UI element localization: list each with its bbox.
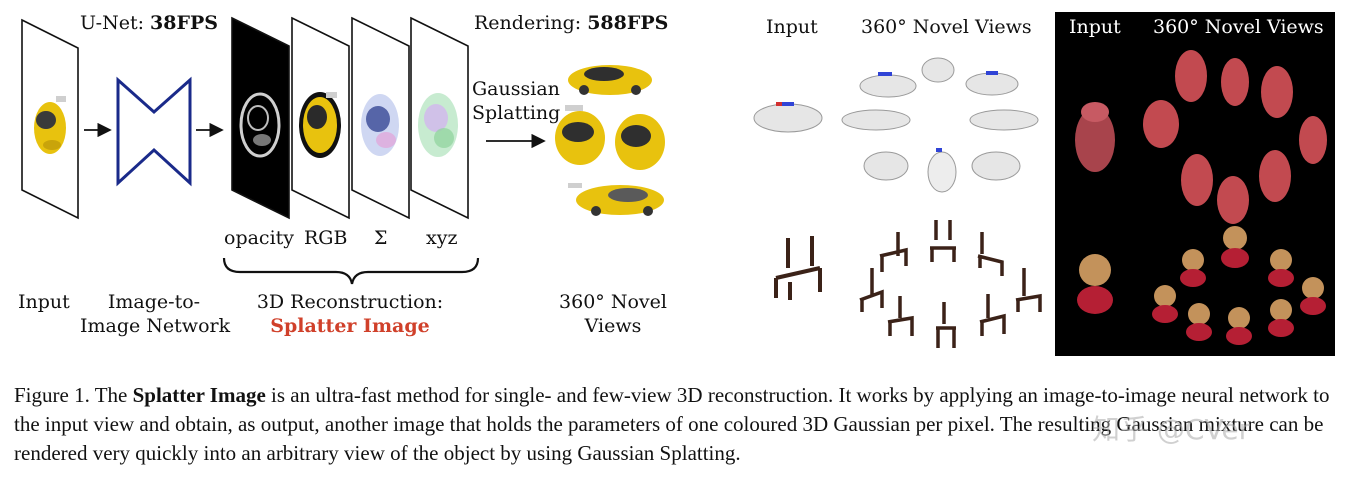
dark-novel-label: 360° Novel Views (1153, 16, 1324, 38)
xyz-channel-plane (410, 16, 469, 220)
channel-label-sigma: Σ (374, 227, 388, 249)
caption-rest: is an ultra-fast method for single- and … (14, 383, 1330, 465)
chair-novel-views (859, 220, 1042, 348)
teddy-novel-views (1152, 226, 1326, 345)
channel-label-xyz: xyz (426, 227, 458, 249)
channels-brace (222, 257, 480, 285)
light-novel-label: 360° Novel Views (861, 16, 1032, 38)
gaussian-label-1: Gaussian (472, 78, 560, 100)
covariance-channel-plane (351, 16, 410, 220)
novel-label-2: Views (584, 315, 642, 337)
input-car-image (34, 96, 66, 154)
recon-label-2: Splatter Image (270, 315, 430, 337)
rendered-car-bottom (568, 183, 664, 216)
chair-input (774, 236, 822, 300)
caption-prefix: Figure 1. The (14, 383, 133, 407)
figure-caption: Figure 1. The Splatter Image is an ultra… (14, 381, 1334, 468)
rgb-channel-plane (291, 16, 350, 220)
opacity-channel-plane (231, 16, 290, 220)
unet-fps-label: U-Net: 38FPS (80, 12, 218, 34)
channel-label-opacity: opacity (224, 227, 295, 249)
teddy-input (1077, 254, 1113, 314)
gaussian-label-2: Splatting (472, 102, 561, 124)
caption-bold: Splatter Image (132, 383, 266, 407)
police-car-novel-views (841, 57, 1039, 193)
rendered-cars (555, 65, 665, 216)
hydrant-input (1075, 102, 1115, 172)
rendered-car-front-left (555, 105, 605, 165)
network-label-1: Image-to- (107, 291, 201, 313)
watermark: 知乎 @CVer (1092, 413, 1251, 446)
network-label-2: Image Network (80, 315, 231, 337)
dark-results-panel (1055, 12, 1335, 356)
render-fps-label: Rendering: 588FPS (474, 12, 669, 34)
novel-label-1: 360° Novel (559, 291, 667, 313)
recon-label-1: 3D Reconstruction: (256, 291, 444, 313)
rendered-car-top (568, 65, 652, 95)
light-input-label: Input (766, 16, 818, 38)
rendered-car-front-right (615, 114, 665, 170)
channel-label-rgb: RGB (304, 227, 348, 249)
input-view-plane (21, 18, 79, 220)
hydrant-novel-views (1143, 50, 1327, 224)
unet-network-icon (116, 76, 192, 187)
dark-input-label: Input (1069, 16, 1121, 38)
dark-results-art (1075, 50, 1327, 345)
input-label: Input (18, 291, 70, 313)
police-car-input (753, 102, 823, 133)
